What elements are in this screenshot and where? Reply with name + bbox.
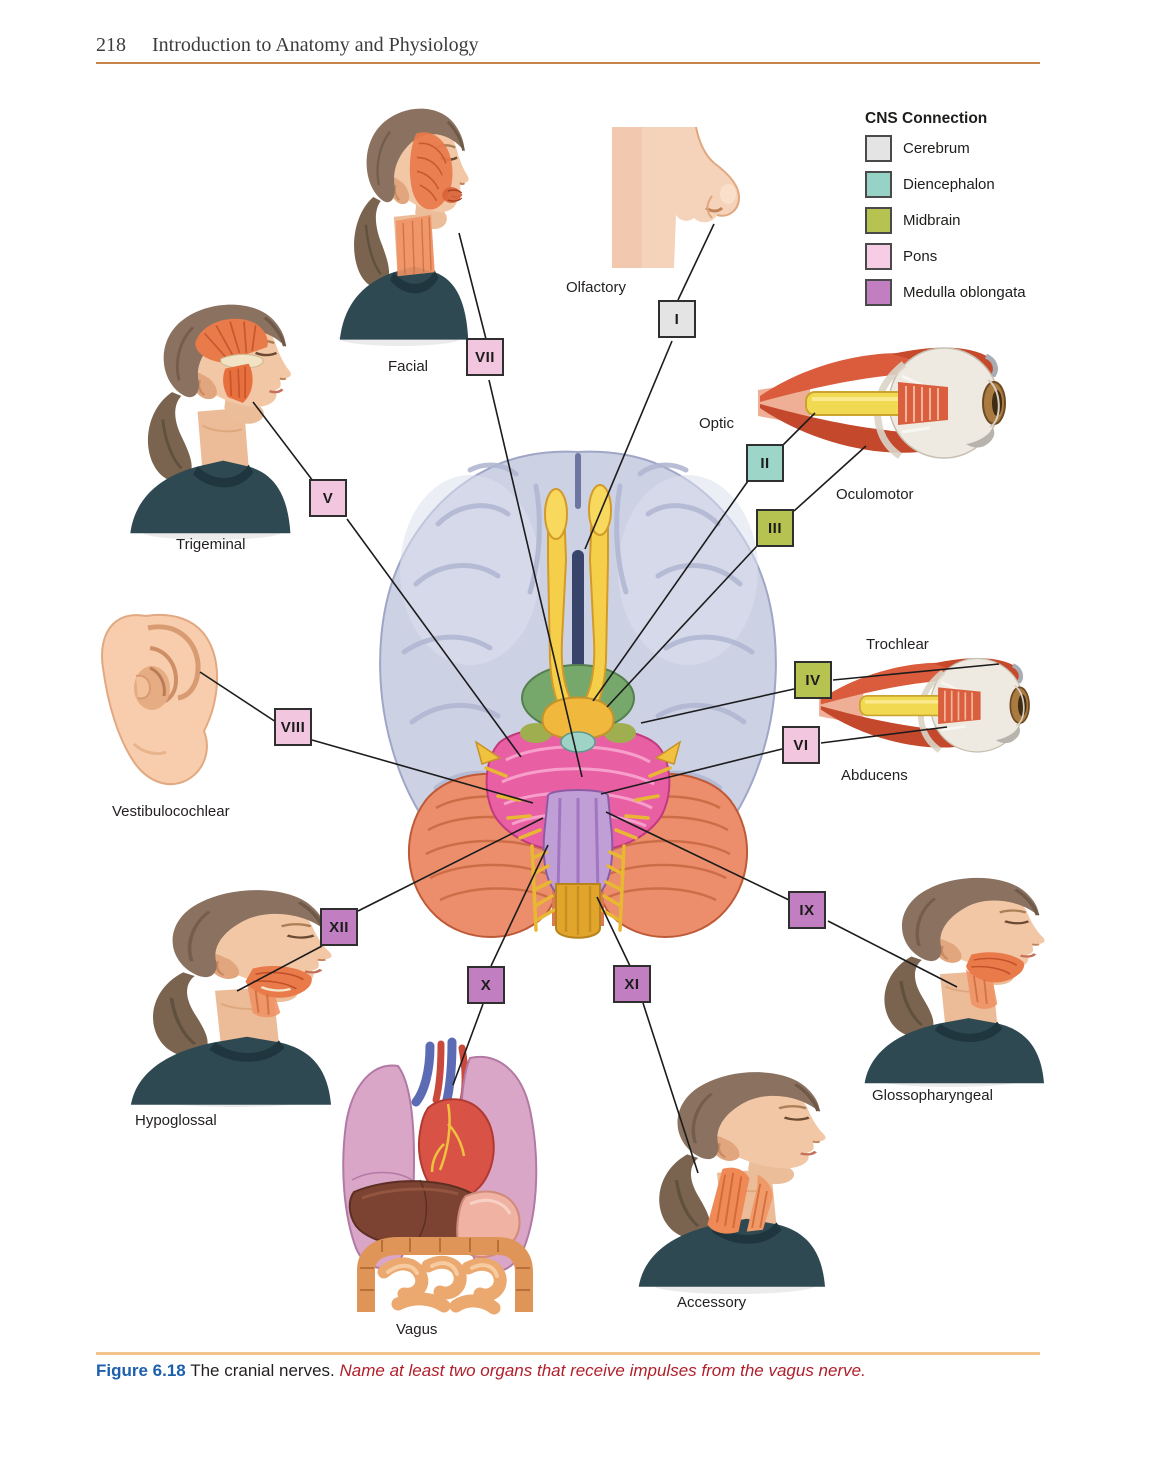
nerve-box-X: X — [467, 966, 505, 1004]
nerve-box-XI: XI — [613, 965, 651, 1003]
legend-item-midbrain: Midbrain — [865, 207, 1026, 234]
legend-label-diencephalon: Diencephalon — [903, 176, 995, 193]
nerve-label-trochlear: Trochlear — [866, 636, 929, 653]
nerve-label-hypoglossal: Hypoglossal — [135, 1112, 217, 1129]
legend-item-diencephalon: Diencephalon — [865, 171, 1026, 198]
figure-caption-text: The cranial nerves. — [190, 1361, 335, 1380]
nerve-box-I: I — [658, 300, 696, 338]
legend-item-cerebrum: Cerebrum — [865, 135, 1026, 162]
legend-label-midbrain: Midbrain — [903, 212, 961, 229]
legend-swatch-medulla — [865, 279, 892, 306]
nerve-label-glossopharyngeal: Glossopharyngeal — [872, 1087, 993, 1104]
page-number: 218 — [96, 34, 126, 56]
legend-item-medulla: Medulla oblongata — [865, 279, 1026, 306]
nerve-label-olfactory: Olfactory — [566, 279, 627, 296]
nerve-box-II: II — [746, 444, 784, 482]
running-head: Introduction to Anatomy and Physiology — [152, 34, 479, 56]
nerve-box-V: V — [309, 479, 347, 517]
legend-label-pons: Pons — [903, 248, 938, 265]
facial-head-illustration — [338, 107, 471, 342]
figure-caption: Figure 6.18 The cranial nerves. Name at … — [96, 1361, 1046, 1381]
legend-item-pons: Pons — [865, 243, 1026, 270]
vagus-organs-illustration — [342, 1037, 538, 1315]
legend-label-cerebrum: Cerebrum — [903, 140, 970, 157]
nerve-box-XII: XII — [320, 908, 358, 946]
legend-label-medulla: Medulla oblongata — [903, 284, 1026, 301]
nerve-label-accessory: Accessory — [677, 1294, 747, 1311]
eye-illustration-trochlear-abducens — [819, 658, 1029, 752]
caption-rule — [96, 1352, 1040, 1355]
nerve-box-IX: IX — [788, 891, 826, 929]
nerve-box-IV: IV — [794, 661, 832, 699]
trigeminal-head-illustration — [128, 302, 293, 535]
brain-illustration — [379, 450, 777, 939]
eye-illustration-optic — [758, 348, 1005, 458]
nerve-label-optic: Optic — [699, 415, 735, 432]
figure-caption-label: Figure 6.18 — [96, 1361, 186, 1380]
nerve-label-abducens: Abducens — [841, 767, 908, 784]
nerve-box-VI: VI — [782, 726, 820, 764]
figure-caption-question: Name at least two organs that receive im… — [339, 1361, 866, 1380]
ear-illustration — [101, 613, 218, 785]
accessory-head-illustration — [639, 1072, 826, 1287]
legend-swatch-diencephalon — [865, 171, 892, 198]
nerve-box-VIII: VIII — [274, 708, 312, 746]
legend-swatch-pons — [865, 243, 892, 270]
nerve-label-vagus: Vagus — [396, 1321, 438, 1338]
cns-connection-legend: CNS Connection Cerebrum Diencephalon Mid… — [865, 110, 1026, 317]
nerve-label-trigeminal: Trigeminal — [176, 536, 246, 553]
hypoglossal-head-illustration — [131, 890, 332, 1105]
nerve-box-III: III — [756, 509, 794, 547]
legend-swatch-cerebrum — [865, 135, 892, 162]
nerve-label-vestibulocochlear: Vestibulocochlear — [112, 803, 230, 820]
nose-illustration — [612, 126, 741, 268]
nerve-label-oculomotor: Oculomotor — [836, 486, 914, 503]
nerve-label-facial: Facial — [388, 358, 429, 375]
nerve-box-VII: VII — [466, 338, 504, 376]
leader-lines — [199, 223, 1000, 1174]
legend-swatch-midbrain — [865, 207, 892, 234]
header-rule — [96, 62, 1040, 64]
legend-title: CNS Connection — [865, 110, 988, 127]
glossopharyngeal-head-illustration — [862, 875, 1047, 1086]
